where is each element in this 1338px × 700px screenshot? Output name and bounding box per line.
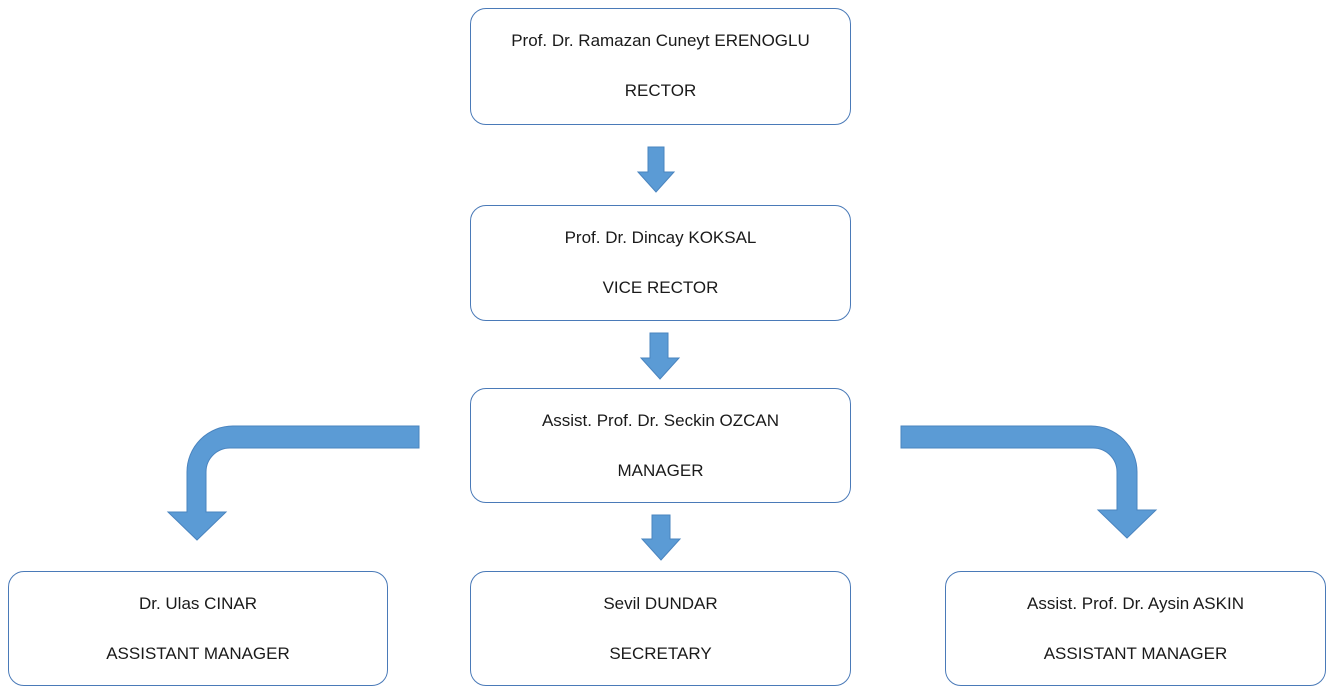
assistant-manager-right-box: Assist. Prof. Dr. Aysin ASKIN ASSISTANT …: [945, 571, 1326, 686]
assistant-manager-left-role: ASSISTANT MANAGER: [106, 644, 290, 663]
arrow-manager-to-assistant-manager-left: [166, 425, 420, 541]
arrow-vice-rector-to-manager: [639, 332, 681, 380]
vice-rector-role: VICE RECTOR: [602, 278, 719, 297]
vice-rector-box: Prof. Dr. Dincay KOKSAL VICE RECTOR: [470, 205, 851, 321]
secretary-box: Sevil DUNDAR SECRETARY: [470, 571, 851, 686]
manager-box: Assist. Prof. Dr. Seckin OZCAN MANAGER: [470, 388, 851, 503]
arrow-rector-to-vice-rector: [636, 146, 676, 193]
assistant-manager-left-box: Dr. Ulas CINAR ASSISTANT MANAGER: [8, 571, 388, 686]
secretary-name: Sevil DUNDAR: [603, 594, 718, 613]
rector-box: Prof. Dr. Ramazan Cuneyt ERENOGLU RECTOR: [470, 8, 851, 125]
arrow-manager-to-secretary: [640, 514, 682, 561]
assistant-manager-right-role: ASSISTANT MANAGER: [1043, 644, 1228, 663]
manager-name: Assist. Prof. Dr. Seckin OZCAN: [541, 411, 780, 430]
rector-role: RECTOR: [624, 81, 697, 100]
rector-name: Prof. Dr. Ramazan Cuneyt ERENOGLU: [511, 31, 810, 50]
secretary-role: SECRETARY: [609, 644, 712, 663]
vice-rector-name: Prof. Dr. Dincay KOKSAL: [564, 228, 757, 247]
assistant-manager-right-name: Assist. Prof. Dr. Aysin ASKIN: [1027, 594, 1244, 613]
arrow-manager-to-assistant-manager-right: [900, 425, 1158, 539]
manager-role: MANAGER: [617, 461, 704, 480]
assistant-manager-left-name: Dr. Ulas CINAR: [138, 594, 258, 613]
